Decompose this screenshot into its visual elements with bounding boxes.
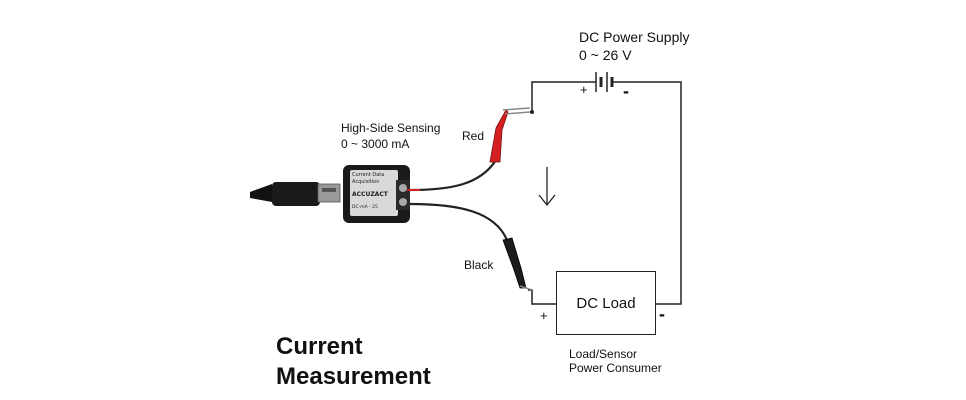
load-caption: Load/Sensor Power Consumer [569, 347, 662, 375]
device-brand: ACCUZACT [352, 191, 388, 198]
alligator-clip-icon [502, 237, 533, 291]
power-supply-label: DC Power Supply 0 ~ 26 V [579, 28, 690, 64]
device-model: DC-mA - 25 [352, 204, 378, 210]
battery-minus-sign: - [623, 81, 629, 101]
device-label: Current Data Acquisition ACCUZACT DC-mA … [350, 170, 398, 216]
dc-load-box: DC Load [556, 271, 656, 335]
load-caption-line1: Load/Sensor [569, 347, 638, 361]
dc-load-label: DC Load [576, 294, 636, 312]
heading-line2: Measurement [276, 363, 431, 390]
black-lead-cable [409, 202, 509, 241]
load-caption-line2: Power Consumer [569, 361, 662, 375]
battery-symbol-icon [595, 72, 614, 92]
load-plus-sign: + [540, 308, 548, 323]
sensing-label: High-Side Sensing 0 ~ 3000 mA [341, 120, 440, 152]
load-minus-sign: - [659, 304, 665, 324]
red-lead-label: Red [462, 129, 485, 143]
current-direction-arrow-icon [538, 167, 556, 207]
usb-connector-icon [250, 182, 341, 206]
black-lead-label: Black [464, 258, 494, 272]
power-supply-range: 0 ~ 26 V [579, 47, 632, 63]
wire-battery-minus [612, 81, 682, 305]
device-text: Current Data Acquisition [352, 172, 385, 185]
sensing-range: 0 ~ 3000 mA [341, 137, 410, 151]
red-lead-cable [409, 159, 497, 192]
heading-line1: Current [276, 333, 363, 360]
sensing-title: High-Side Sensing [341, 121, 441, 135]
battery-plus-sign: + [580, 82, 588, 97]
node-dot [530, 110, 534, 114]
alligator-clip-icon [489, 107, 531, 163]
diagram-heading: Current Measurement [276, 332, 431, 392]
wire-battery-plus [531, 81, 596, 112]
power-supply-title: DC Power Supply [579, 29, 690, 45]
